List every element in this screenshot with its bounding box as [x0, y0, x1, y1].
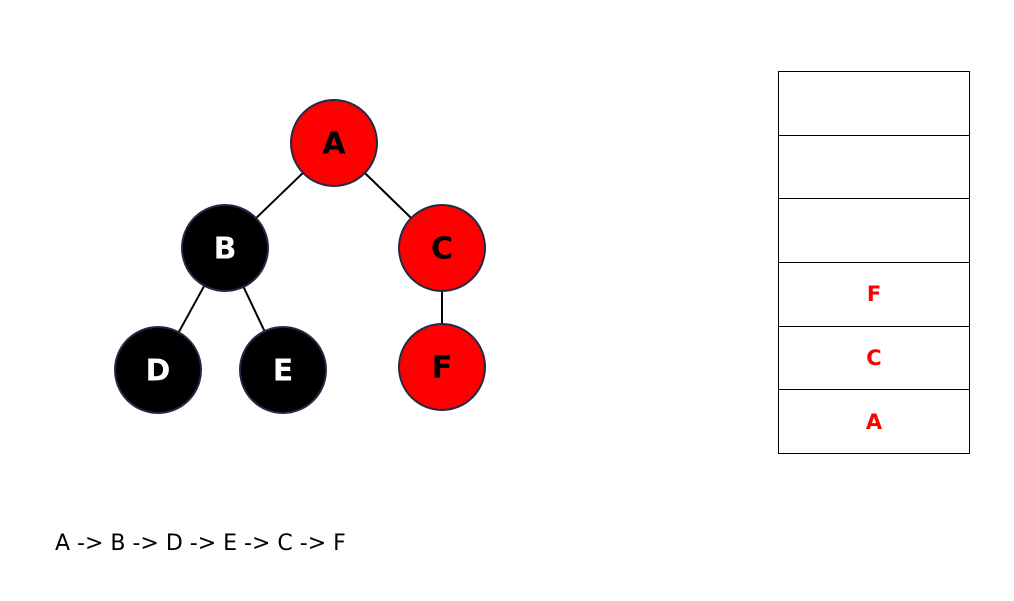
node-label-A: A [322, 127, 346, 162]
node-circle-C [398, 204, 486, 292]
node-circle-A [290, 99, 378, 187]
stack-slot-2 [779, 136, 969, 200]
node-B: B [181, 204, 269, 292]
tree-edges [177, 172, 443, 333]
node-C: C [398, 204, 486, 292]
node-circle-E [239, 326, 327, 414]
stack-slot-3 [779, 199, 969, 264]
stack-slot-5: C [779, 327, 969, 391]
edge-B-E [242, 286, 266, 332]
node-circle-B [181, 204, 269, 292]
node-label-B: B [214, 232, 237, 267]
traversal-order: A -> B -> D -> E -> C -> F [55, 531, 346, 556]
node-F: F [398, 323, 486, 411]
node-label-D: D [146, 354, 171, 389]
stack-slot-1 [779, 72, 969, 136]
stack-slot-4: F [779, 263, 969, 327]
tree-diagram: A B C D E F [114, 99, 486, 414]
edge-A-B [255, 172, 304, 219]
node-circle-F [398, 323, 486, 411]
stack: F C A [778, 71, 970, 454]
node-E: E [239, 326, 327, 414]
stack-slot-6: A [865, 409, 883, 434]
node-label-E: E [273, 354, 294, 389]
node-circle-D [114, 326, 202, 414]
edge-A-C [364, 172, 412, 219]
node-A: A [290, 99, 378, 187]
node-label-F: F [432, 351, 453, 386]
edge-B-D [177, 285, 206, 333]
node-D: D [114, 326, 202, 414]
node-label-C: C [431, 232, 453, 267]
tree-nodes: A B C D E F [114, 99, 486, 414]
